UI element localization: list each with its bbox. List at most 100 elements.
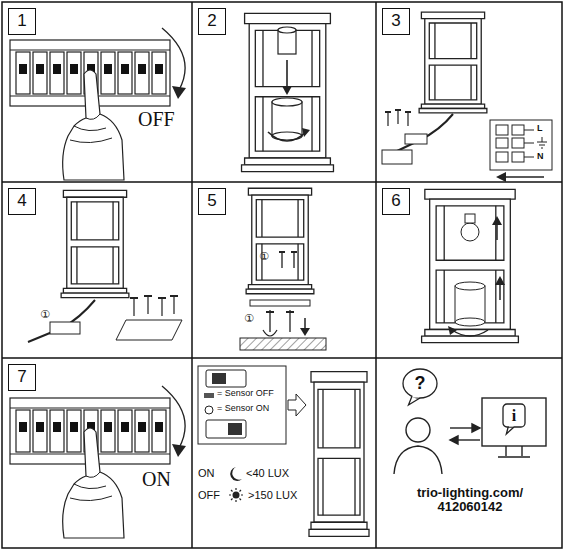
lamp-step-5 xyxy=(300,328,310,336)
annotation-text: OFF xyxy=(198,489,220,501)
step-number-box: 6 xyxy=(382,188,410,215)
breaker-panel xyxy=(10,28,186,180)
lamp-step-3 xyxy=(512,138,524,148)
support-panel xyxy=(406,418,430,442)
lamp-step-6 xyxy=(455,286,485,322)
lamp-step-6 xyxy=(455,318,485,326)
step-number-box: 7 xyxy=(8,364,36,391)
lamp-step-6 xyxy=(455,282,485,290)
lamp-step-2 xyxy=(302,128,310,137)
lamp-step-4 xyxy=(28,190,182,342)
annotation-text: ON xyxy=(142,468,171,490)
lamp-step-3 xyxy=(512,125,524,135)
annotation-label: trio-lighting.com/ 412060142 xyxy=(390,486,550,515)
annotation-label: = Sensor ON xyxy=(217,404,269,414)
step-number-box: 4 xyxy=(8,188,36,215)
lamp-step-6 xyxy=(422,189,519,342)
annotation-text: >150 LUX xyxy=(248,489,297,501)
lamp-step-3 xyxy=(496,138,508,148)
annotation-label: L xyxy=(537,124,543,134)
sensor-switch-panel xyxy=(206,370,246,387)
panel-grid xyxy=(2,357,562,359)
step-number: 2 xyxy=(207,12,216,31)
support-panel xyxy=(394,446,442,474)
lamp-step-4 xyxy=(50,322,80,334)
annotation-label: ① xyxy=(244,312,254,324)
step-number: 6 xyxy=(391,192,400,211)
annotation-label: = Sensor OFF xyxy=(217,389,274,399)
lamp-step-5 xyxy=(279,251,297,253)
annotation-text: trio-lighting.com/ 412060142 xyxy=(417,485,523,514)
step-number: 4 xyxy=(17,192,26,211)
lamp-step-4 xyxy=(130,296,178,298)
panel-grid xyxy=(375,2,377,548)
sensor-switch-panel xyxy=(233,492,240,499)
lamp-step-5 xyxy=(263,330,277,336)
lamp-step-5 xyxy=(250,300,310,306)
lamp-step-2 xyxy=(278,27,296,33)
sensor-switch-panel xyxy=(229,488,243,502)
lamp-step-3 xyxy=(496,125,508,135)
annotation-label: N xyxy=(537,152,544,162)
sensor-switch-panel xyxy=(198,366,286,444)
lamp-step-5 xyxy=(240,338,326,350)
step-number: 1 xyxy=(17,12,26,31)
lamp-step-6 xyxy=(461,223,479,241)
lamp-step-6 xyxy=(448,326,457,335)
annotation-text: OFF xyxy=(138,108,175,130)
sensor-switch-panel xyxy=(309,372,369,537)
bubble-tail xyxy=(408,396,420,405)
lamp-step-2 xyxy=(242,13,334,171)
annotation-text: ON xyxy=(198,467,215,479)
annotation-text: ① xyxy=(259,250,269,262)
annotation-text: <40 LUX xyxy=(246,467,289,479)
lamp-step-6 xyxy=(465,214,475,223)
step-number: 3 xyxy=(391,12,400,31)
lamp-step-5 xyxy=(266,311,294,313)
lamp-step-2 xyxy=(272,98,302,106)
help-symbol: ? xyxy=(415,374,426,394)
support-panel xyxy=(498,446,530,457)
annotation-label: ON xyxy=(142,468,171,490)
lamp-step-3 xyxy=(382,150,412,164)
lamp-step-4 xyxy=(28,300,95,342)
lamp-step-3 xyxy=(395,114,453,152)
sensor-switch-panel xyxy=(198,366,369,536)
lamp-step-6 xyxy=(492,216,502,225)
support-panel xyxy=(456,439,480,440)
bubble-body xyxy=(403,369,437,398)
lamp-step-2 xyxy=(286,60,288,90)
annotation-label: >150 LUX xyxy=(248,489,297,501)
sensor-switch-panel xyxy=(212,373,226,384)
lamp-step-3 xyxy=(537,137,547,148)
lamp-step-5 xyxy=(246,188,314,293)
lamp-step-5 xyxy=(282,252,294,268)
annotation-label: OFF xyxy=(138,108,175,130)
lamp-step-3 xyxy=(505,176,544,177)
sensor-switch-panel xyxy=(206,420,246,438)
lamp-step-3 xyxy=(419,12,487,113)
support-panel xyxy=(450,436,458,444)
lamp-step-2 xyxy=(272,102,302,136)
lamp-step-3 xyxy=(405,134,427,144)
step-number-box: 2 xyxy=(198,8,226,35)
sensor-switch-panel xyxy=(204,393,214,398)
help-symbol: i xyxy=(512,407,516,425)
lamp-step-2 xyxy=(242,13,334,171)
lamp-step-3 xyxy=(512,152,524,162)
bubble-joint xyxy=(509,424,514,426)
speech-bubble: i xyxy=(502,403,526,435)
annotation-label: ① xyxy=(40,308,50,320)
annotation-label: <40 LUX xyxy=(246,467,289,479)
lamp-step-5 xyxy=(240,188,326,350)
annotation-text: ① xyxy=(40,308,50,320)
bubble-body xyxy=(503,404,525,427)
bubble-joint xyxy=(412,395,419,397)
annotation-label: ON xyxy=(198,467,215,479)
lamp-step-6 xyxy=(495,276,505,285)
annotation-text: = Sensor OFF xyxy=(217,389,274,399)
panel-grid xyxy=(191,2,193,548)
annotation-text: N xyxy=(537,152,544,162)
